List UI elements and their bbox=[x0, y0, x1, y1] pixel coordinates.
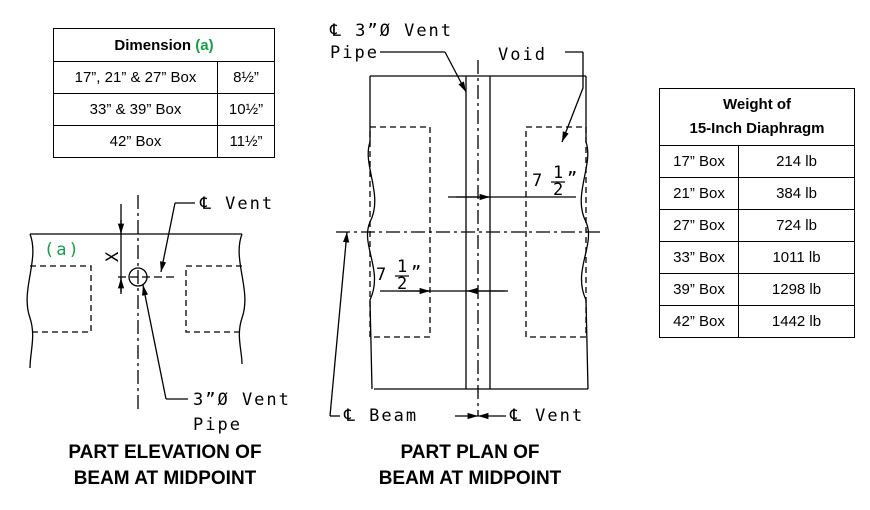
dimension-table-title: Dimension (a) bbox=[53, 28, 275, 62]
elevation-dim-symbol: (a) bbox=[44, 240, 81, 260]
elevation-vent-label: ℄ Vent bbox=[199, 194, 274, 214]
plan-dim-lower-inch: ” bbox=[411, 263, 423, 283]
box-cell: 39” Box bbox=[659, 273, 739, 306]
elevation-caption-line2: BEAM AT MIDPOINT bbox=[73, 468, 257, 489]
weight-title-line1: Weight of bbox=[722, 96, 792, 113]
void-hidden-left bbox=[30, 265, 92, 333]
plan-dim-upper-den: 2 bbox=[553, 180, 565, 200]
weight-table-header: Weight of 15-Inch Diaphragm bbox=[659, 88, 855, 146]
dimension-symbol: (a) bbox=[195, 36, 214, 54]
vent-pipe-circle bbox=[128, 267, 148, 287]
plan-void-leader-arrow bbox=[561, 52, 584, 143]
weight-cell: 724 lb bbox=[738, 209, 855, 242]
plan-pipe-leader-arrow bbox=[444, 51, 467, 93]
dimension-table-header: Dimension (a) bbox=[53, 28, 275, 62]
dimension-title-text: Dimension bbox=[114, 36, 192, 54]
void-hidden-right bbox=[185, 265, 242, 333]
plan-void-label: Void bbox=[498, 45, 547, 65]
weight-title-line2: 15-Inch Diaphragm bbox=[689, 120, 825, 137]
elevation-caption: PART ELEVATION OF BEAM AT MIDPOINT bbox=[20, 440, 310, 492]
beam-right-break bbox=[238, 233, 246, 365]
plan-pipe-label-line2: Pipe bbox=[330, 43, 379, 63]
plan-beam-leader-arrow bbox=[329, 231, 350, 417]
vent-leader-arrow bbox=[160, 202, 176, 273]
table-row: 42” Box 11½” bbox=[53, 125, 275, 158]
plan-vent-label: ℄ Vent bbox=[509, 406, 584, 426]
plan-dim-upper-inch: ” bbox=[567, 169, 579, 189]
weight-table-title: Weight of 15-Inch Diaphragm bbox=[659, 88, 855, 146]
box-cell: 17” Box bbox=[659, 145, 739, 178]
plan-dim-lower-whole: 7 bbox=[376, 265, 388, 285]
plan-view bbox=[329, 51, 600, 420]
weight-cell: 1442 lb bbox=[738, 305, 855, 338]
weight-cell: 1298 lb bbox=[738, 273, 855, 306]
dimension-cell: 8½” bbox=[217, 61, 275, 94]
box-cell: 42” Box bbox=[53, 125, 218, 158]
elevation-view bbox=[26, 195, 246, 412]
plan-dim-upper-whole: 7 bbox=[532, 171, 544, 191]
plan-caption-line2: BEAM AT MIDPOINT bbox=[378, 468, 562, 489]
elevation-dim-x: X bbox=[103, 250, 123, 262]
box-cell: 27” Box bbox=[659, 209, 739, 242]
box-cell: 42” Box bbox=[659, 305, 739, 338]
elevation-caption-line1: PART ELEVATION OF bbox=[68, 442, 262, 463]
box-cell: 33” & 39” Box bbox=[53, 93, 218, 126]
elevation-pipe-label-line1: 3”Ø Vent bbox=[193, 390, 291, 410]
beam-left-break bbox=[26, 233, 34, 369]
plan-dim-lower-den: 2 bbox=[397, 274, 409, 294]
plan-caption-line1: PART PLAN OF bbox=[400, 442, 540, 463]
weight-cell: 214 lb bbox=[738, 145, 855, 178]
plan-caption: PART PLAN OF BEAM AT MIDPOINT bbox=[330, 440, 610, 492]
dimension-cell: 10½” bbox=[217, 93, 275, 126]
plan-dim-upper-label: 7 1 2 ” bbox=[532, 163, 579, 200]
table-row: 17”, 21” & 27” Box 8½” bbox=[53, 61, 275, 94]
plan-dim-lower-num: 1 bbox=[397, 257, 409, 277]
plan-pipe-label-line1: ℄ 3”Ø Vent bbox=[329, 21, 453, 41]
box-cell: 17”, 21” & 27” Box bbox=[53, 61, 218, 94]
pipe-leader-arrow bbox=[141, 284, 167, 400]
weight-cell: 1011 lb bbox=[738, 241, 855, 274]
plan-dim-upper-num: 1 bbox=[553, 163, 565, 183]
table-row: 33” & 39” Box 10½” bbox=[53, 93, 275, 126]
dimension-cell: 11½” bbox=[217, 125, 275, 158]
plan-dim-lower-label: 7 1 2 ” bbox=[376, 257, 423, 294]
elevation-pipe-label-line2: Pipe bbox=[193, 415, 242, 435]
dimension-table: Dimension (a) 17”, 21” & 27” Box 8½” 33”… bbox=[53, 28, 275, 158]
plan-beam-label: ℄ Beam bbox=[343, 406, 418, 426]
